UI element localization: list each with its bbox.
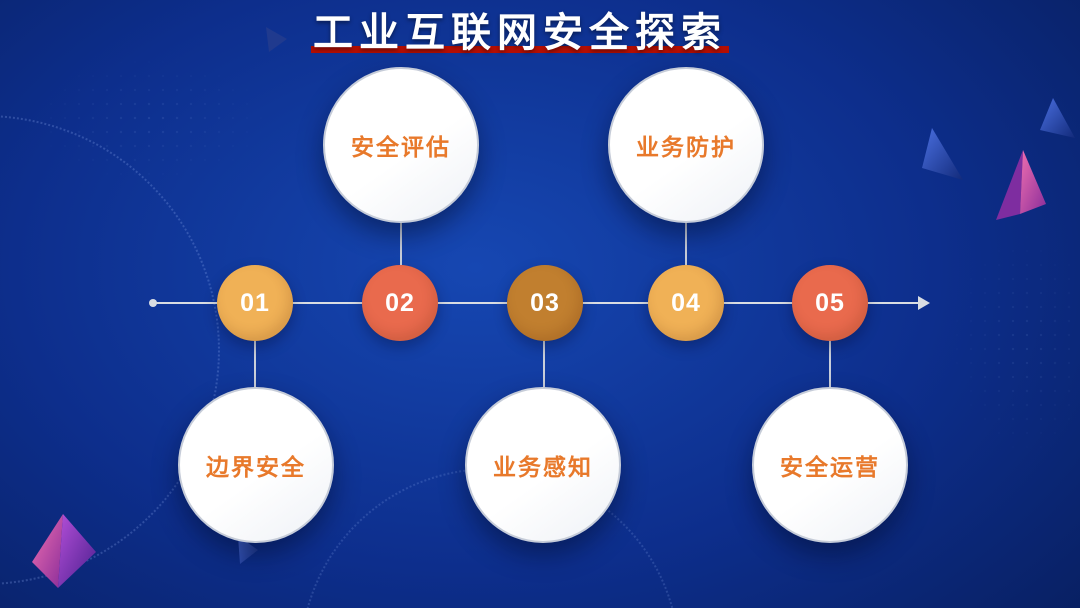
page-title: 工业互联网安全探索 <box>313 11 727 55</box>
step-number-2: 02 <box>385 288 415 317</box>
step-circle-3: 03 <box>507 265 583 341</box>
title-underline <box>311 46 729 53</box>
topic-label-boundary-security: 边界安全 <box>206 454 306 480</box>
topic-label-business-awareness: 业务感知 <box>493 454 593 480</box>
connector-step3-below <box>543 341 545 387</box>
step-circle-2: 02 <box>362 265 438 341</box>
topic-circle-business-protection: 业务防护 <box>608 67 764 223</box>
dot-pattern-right <box>950 230 1080 460</box>
connector-step2-above <box>400 223 402 265</box>
topic-circle-business-awareness: 业务感知 <box>465 387 621 543</box>
step-circle-4: 04 <box>648 265 724 341</box>
dotted-ring-left <box>0 115 220 585</box>
crystal-cluster-top-right-icon <box>922 98 1075 220</box>
step-number-5: 05 <box>815 288 845 317</box>
connector-step5-below <box>829 341 831 387</box>
triangle-title-left-icon <box>266 27 287 52</box>
step-number-3: 03 <box>530 288 560 317</box>
title-block: 工业互联网安全探索 <box>311 10 729 56</box>
topic-label-security-assessment: 安全评估 <box>351 134 451 160</box>
topic-circle-security-operations: 安全运营 <box>752 387 908 543</box>
topic-circle-security-assessment: 安全评估 <box>323 67 479 223</box>
timeline-start-dot <box>149 299 157 307</box>
dot-pattern-top-left <box>30 55 270 185</box>
connector-step4-above <box>685 223 687 265</box>
step-number-4: 04 <box>671 288 701 317</box>
timeline-end-arrow-icon <box>918 296 930 310</box>
step-number-1: 01 <box>240 288 270 317</box>
step-circle-5: 05 <box>792 265 868 341</box>
topic-circle-boundary-security: 边界安全 <box>178 387 334 543</box>
step-circle-1: 01 <box>217 265 293 341</box>
topic-label-security-operations: 安全运营 <box>780 454 880 480</box>
connector-step1-below <box>254 341 256 387</box>
topic-label-business-protection: 业务防护 <box>636 134 736 160</box>
